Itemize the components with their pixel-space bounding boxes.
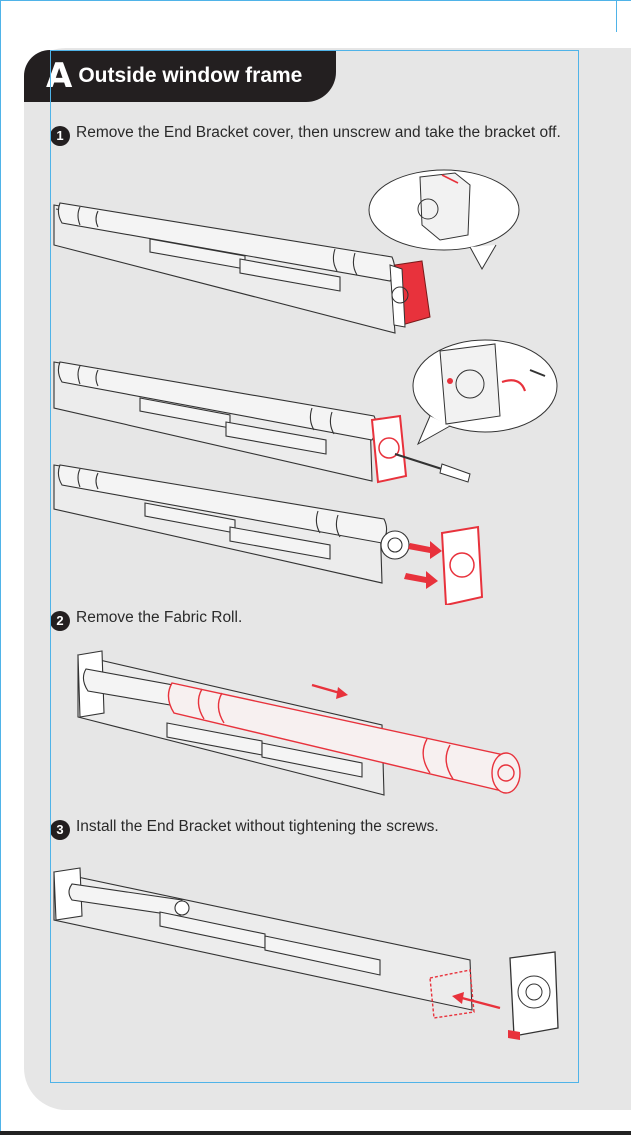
illustration-remove-fabric-roll xyxy=(72,645,532,805)
numbered-circle-icon: 2 xyxy=(50,611,70,631)
frame-edge-right xyxy=(616,0,617,32)
section-banner: A Outside window frame xyxy=(24,50,336,102)
numbered-circle-icon: 1 xyxy=(50,126,70,146)
frame-edge-bottom xyxy=(0,1131,631,1135)
step-2-text: Remove the Fabric Roll. xyxy=(76,609,242,626)
arrow-icon xyxy=(404,541,442,589)
section-letter: A xyxy=(46,59,72,93)
arrow-icon xyxy=(312,685,348,699)
frame-edge-top xyxy=(0,0,631,1)
illustration-install-end-bracket xyxy=(50,860,570,1045)
numbered-circle-icon: 3 xyxy=(50,820,70,840)
step-3: 3 Install the End Bracket without tighten… xyxy=(50,816,570,840)
illustration-remove-cover xyxy=(50,165,530,335)
step-1-text: Remove the End Bracket cover, then unscr… xyxy=(76,124,561,141)
step-2: 2 Remove the Fabric Roll. xyxy=(50,607,570,631)
step-1: 1 Remove the End Bracket cover, then unsc… xyxy=(50,122,570,146)
step-3-text: Install the End Bracket without tighteni… xyxy=(76,818,439,835)
section-title: Outside window frame xyxy=(78,64,302,88)
illustration-pull-bracket xyxy=(50,455,500,605)
frame-edge-left xyxy=(0,0,1,1135)
